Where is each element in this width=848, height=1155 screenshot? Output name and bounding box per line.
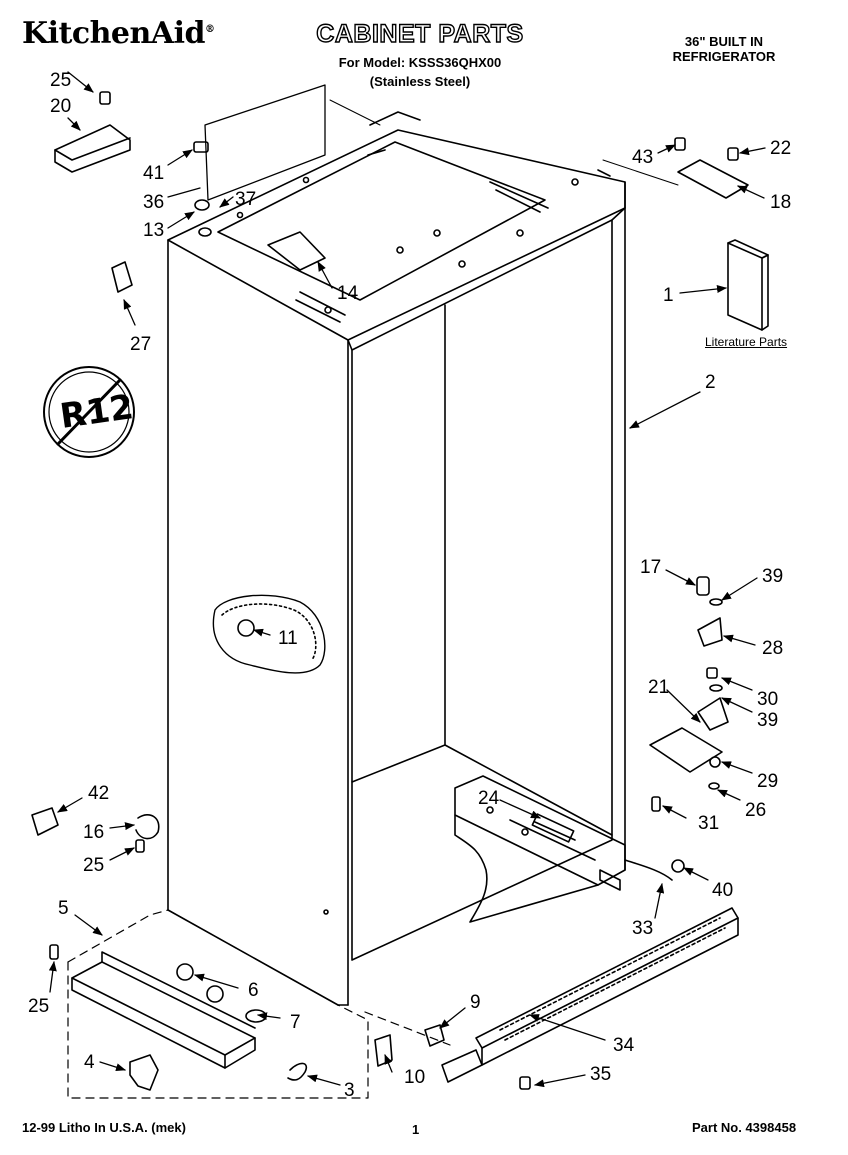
- callout-9: 9: [470, 992, 481, 1013]
- cabinet-shell: [167, 84, 679, 1006]
- callout-7: 7: [290, 1012, 301, 1033]
- callout-39-top: 39: [762, 566, 784, 587]
- callout-37: 37: [235, 189, 257, 210]
- callout-27: 27: [130, 334, 152, 355]
- callout-18: 18: [770, 192, 792, 213]
- model-line: For Model: KSSS36QHX00: [338, 55, 502, 70]
- callout-35: 35: [590, 1064, 612, 1085]
- callout-28: 28: [762, 638, 784, 659]
- part-number: Part No. 4398458: [692, 1120, 797, 1135]
- finish-line: (Stainless Steel): [369, 74, 471, 89]
- callout-31: 31: [698, 813, 720, 834]
- lower-parts-group: [67, 909, 451, 1099]
- callout-2: 2: [705, 372, 716, 393]
- litho-note: 12-99 Litho In U.S.A. (mek): [22, 1120, 186, 1135]
- callout-29: 29: [757, 771, 779, 792]
- callout-17: 17: [640, 557, 662, 578]
- callout-6: 6: [248, 980, 259, 1001]
- product-line-2: REFRIGERATOR: [672, 49, 776, 64]
- callout-21: 21: [648, 677, 670, 698]
- callout-30: 30: [757, 689, 779, 710]
- kickplate-grille: [441, 907, 739, 1083]
- callout-16: 16: [83, 822, 105, 843]
- callout-4: 4: [84, 1052, 95, 1073]
- small-parts: [31, 91, 769, 960]
- hinge-assembly: [624, 576, 729, 881]
- callout-5: 5: [58, 898, 69, 919]
- callout-1: 1: [663, 285, 674, 306]
- callout-25-top: 25: [50, 70, 72, 91]
- no-r12-symbol: [43, 366, 135, 458]
- callout-24: 24: [478, 788, 500, 809]
- callout-22: 22: [770, 138, 792, 159]
- product-line-1: 36" BUILT IN: [684, 34, 764, 49]
- lower-bracket: [71, 951, 531, 1091]
- callout-41: 41: [143, 163, 165, 184]
- callout-20: 20: [50, 96, 72, 117]
- base-frame: [454, 775, 626, 923]
- page-number: 1: [412, 1122, 420, 1137]
- callout-43: 43: [632, 147, 654, 168]
- callout-33: 33: [632, 918, 654, 939]
- callout-10: 10: [404, 1067, 426, 1088]
- callout-25-bottom: 25: [28, 996, 50, 1017]
- callout-40: 40: [712, 880, 734, 901]
- literature-parts-label: Literature Parts: [705, 335, 788, 349]
- kitchenaid-logo: KitchenAid®: [22, 16, 215, 51]
- callout-11: 11: [278, 628, 298, 649]
- callout-25-mid: 25: [83, 855, 105, 876]
- product-description: 36" BUILT IN REFRIGERATOR: [644, 34, 804, 64]
- leader-lines: [48, 71, 766, 1088]
- callout-14: 14: [337, 283, 359, 304]
- callout-34: 34: [613, 1035, 635, 1056]
- callout-3: 3: [344, 1080, 355, 1101]
- callout-13: 13: [143, 220, 165, 241]
- page-title: CABINET PARTS: [316, 19, 524, 48]
- callout-42: 42: [88, 783, 110, 804]
- callout-36: 36: [143, 192, 165, 213]
- callout-39-bottom: 39: [757, 710, 779, 731]
- callout-26: 26: [745, 800, 767, 821]
